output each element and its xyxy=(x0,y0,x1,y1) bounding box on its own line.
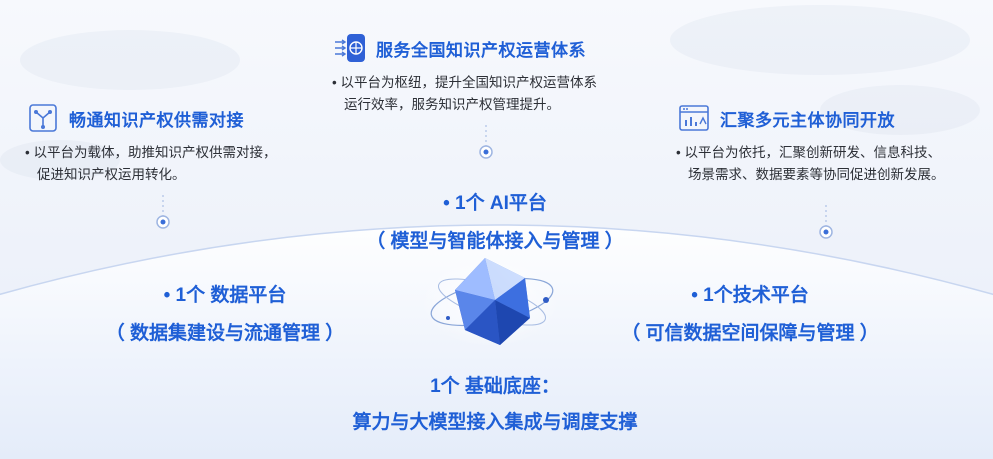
feature-left: 畅通知识产权供需对接 • 以平台为载体，助推知识产权供需对接， 促进知识产权运用… xyxy=(25,100,276,186)
platform-tech-subtitle: （ 可信数据空间保障与管理 ） xyxy=(621,323,879,344)
platform-tech: • 1个技术平台 （ 可信数据空间保障与管理 ） xyxy=(605,283,895,347)
platform-data: • 1个 数据平台 （ 数据集建设与流通管理 ） xyxy=(90,283,360,347)
platform-ai-subtitle: （ 模型与智能体接入与管理 ） xyxy=(366,231,624,252)
feature-center-title: 服务全国知识产权运营体系 xyxy=(376,40,586,60)
foundation-base-title: 1个 基础底座： xyxy=(430,376,560,397)
feature-left-title: 畅通知识产权供需对接 xyxy=(69,110,244,130)
dashboard-chart-icon xyxy=(679,105,709,131)
network-nodes-icon xyxy=(29,104,57,132)
platform-tech-title: • 1个技术平台 xyxy=(691,285,809,306)
feature-right: 汇聚多元主体协同开放 • 以平台为依托，汇聚创新研发、信息科技、 场景需求、数据… xyxy=(676,100,945,186)
globe-arrows-icon xyxy=(335,34,365,62)
feature-center-desc-line2: 运行效率，服务知识产权管理提升。 xyxy=(344,97,560,112)
feature-right-desc-line1: • 以平台为依托，汇聚创新研发、信息科技、 xyxy=(676,145,941,160)
feature-right-desc-line2: 场景需求、数据要素等协同促进创新发展。 xyxy=(688,167,945,182)
foundation-base-subtitle: 算力与大模型接入集成与调度支撑 xyxy=(352,412,638,433)
feature-left-desc-line1: • 以平台为载体，助推知识产权供需对接， xyxy=(25,145,277,160)
feature-center: 服务全国知识产权运营体系 • 以平台为枢纽，提升全国知识产权运营体系 运行效率，… xyxy=(332,30,597,116)
platform-ai-title: • 1个 AI平台 xyxy=(443,193,547,214)
platform-ai: • 1个 AI平台 （ 模型与智能体接入与管理 ） xyxy=(350,191,640,255)
feature-center-desc-line1: • 以平台为枢纽，提升全国知识产权运营体系 xyxy=(332,75,597,90)
platform-data-subtitle: （ 数据集建设与流通管理 ） xyxy=(105,323,345,344)
feature-right-title: 汇聚多元主体协同开放 xyxy=(720,110,895,130)
platform-data-title: • 1个 数据平台 xyxy=(163,285,287,306)
feature-left-desc-line2: 促进知识产权运用转化。 xyxy=(37,167,186,182)
foundation-base: 1个 基础底座： 算力与大模型接入集成与调度支撑 xyxy=(310,374,680,436)
crystal-polyhedron-icon xyxy=(420,257,560,347)
